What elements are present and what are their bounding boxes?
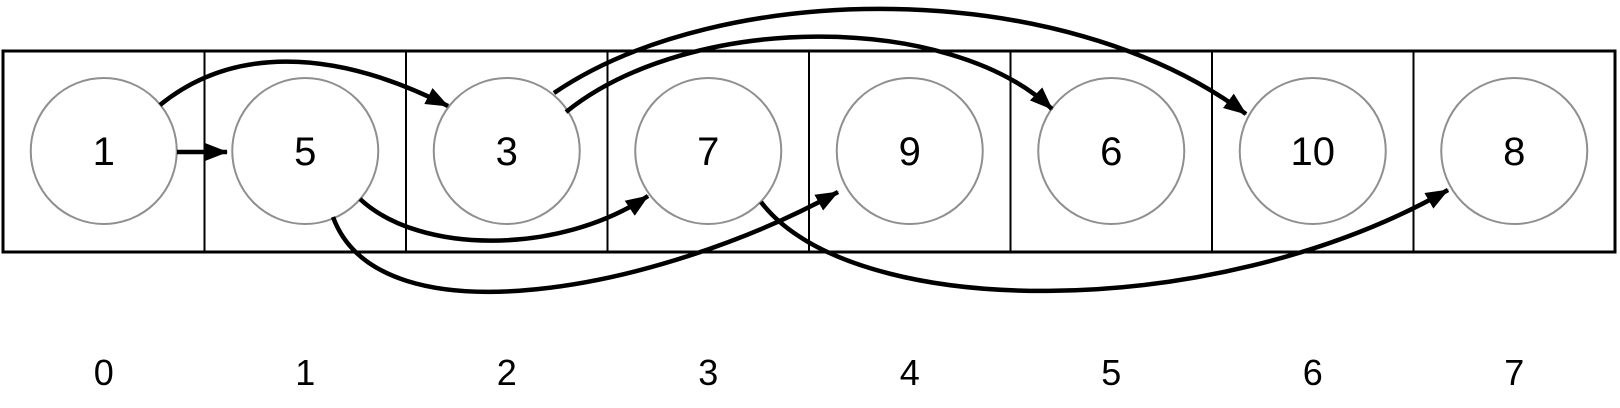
node-circle-5	[1037, 77, 1186, 225]
index-label-4: 4	[900, 352, 920, 393]
index-label-7: 7	[1504, 352, 1524, 393]
arrow-1-to-3	[358, 194, 650, 243]
arrow-2-to-6	[552, 6, 1248, 116]
arrow-0-to-2	[158, 59, 450, 109]
index-label-0: 0	[94, 352, 114, 393]
cell-7: 8	[1440, 77, 1589, 225]
cell-6: 10	[1238, 77, 1387, 225]
node-circle-0	[29, 77, 178, 225]
index-label-5: 5	[1101, 352, 1121, 393]
node-circle-4	[835, 77, 984, 225]
node-value-5: 6	[1100, 130, 1122, 174]
arrow-2-to-5	[564, 34, 1054, 114]
cell-3: 7	[634, 77, 783, 225]
node-value-3: 7	[697, 130, 719, 174]
arrow-3-to-7	[759, 188, 1450, 294]
index-label-1: 1	[295, 352, 315, 393]
node-value-4: 9	[899, 130, 921, 174]
node-circle-7	[1440, 77, 1589, 225]
node-circle-3	[634, 77, 783, 225]
array-box	[1, 49, 1617, 254]
index-label-2: 2	[497, 352, 517, 393]
node-circle-1	[231, 77, 380, 225]
arrow-1-to-4	[330, 190, 840, 294]
node-value-0: 1	[93, 130, 115, 174]
node-circle-6	[1238, 77, 1387, 225]
cell-0: 1	[29, 77, 178, 225]
cell-2: 3	[432, 77, 581, 225]
node-circle-2	[432, 77, 581, 225]
arrows	[158, 6, 1450, 294]
node-value-1: 5	[294, 130, 316, 174]
index-label-6: 6	[1303, 352, 1323, 393]
cell-1: 5	[231, 77, 380, 225]
index-label-3: 3	[698, 352, 718, 393]
cell-5: 6	[1037, 77, 1186, 225]
cell-4: 9	[835, 77, 984, 225]
node-value-6: 10	[1291, 130, 1336, 174]
node-value-2: 3	[496, 130, 518, 174]
node-value-7: 8	[1503, 130, 1525, 174]
